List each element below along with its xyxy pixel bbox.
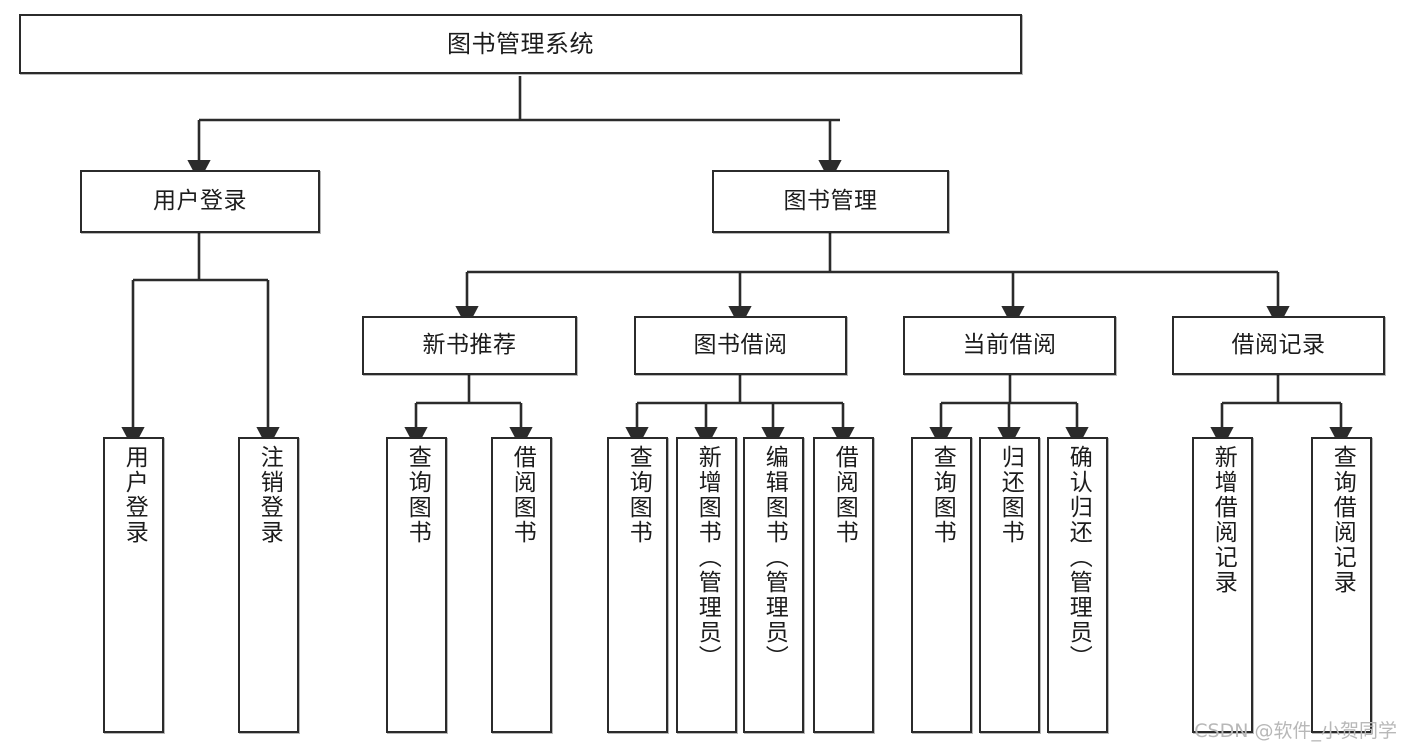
node-leaf-confirm-return-label: 确认归还（管理员） bbox=[1065, 445, 1092, 670]
node-borrow-record-label: 借阅记录 bbox=[1231, 331, 1326, 358]
node-leaf-return-book-label: 归还图书 bbox=[997, 445, 1024, 545]
node-leaf-query-book-a-label: 查询图书 bbox=[404, 445, 431, 545]
node-leaf-query-book-a[interactable]: 查询图书 bbox=[386, 437, 447, 733]
node-leaf-add-book[interactable]: 新增图书（管理员） bbox=[676, 437, 737, 733]
node-leaf-add-book-label: 新增图书（管理员） bbox=[694, 445, 721, 670]
node-leaf-confirm-return[interactable]: 确认归还（管理员） bbox=[1047, 437, 1108, 733]
node-leaf-borrow-book-b-label: 借阅图书 bbox=[831, 445, 858, 545]
node-leaf-query-record[interactable]: 查询借阅记录 bbox=[1311, 437, 1372, 733]
node-leaf-edit-book-label: 编辑图书（管理员） bbox=[761, 445, 788, 670]
node-root-label: 图书管理系统 bbox=[447, 29, 594, 58]
node-leaf-user-login-label: 用户登录 bbox=[121, 445, 148, 545]
node-leaf-borrow-book-b[interactable]: 借阅图书 bbox=[813, 437, 874, 733]
node-new-book-recommend[interactable]: 新书推荐 bbox=[362, 316, 577, 375]
node-leaf-query-book-b-label: 查询图书 bbox=[625, 445, 652, 545]
node-book-borrow[interactable]: 图书借阅 bbox=[634, 316, 847, 375]
node-leaf-add-record[interactable]: 新增借阅记录 bbox=[1192, 437, 1253, 733]
node-borrow-record[interactable]: 借阅记录 bbox=[1172, 316, 1385, 375]
node-leaf-logout[interactable]: 注销登录 bbox=[238, 437, 299, 733]
node-book-manage-label: 图书管理 bbox=[783, 187, 878, 214]
node-leaf-query-book-c[interactable]: 查询图书 bbox=[911, 437, 972, 733]
node-leaf-borrow-book-a[interactable]: 借阅图书 bbox=[491, 437, 552, 733]
node-root[interactable]: 图书管理系统 bbox=[19, 14, 1022, 74]
node-user-login-label: 用户登录 bbox=[153, 187, 247, 214]
node-book-borrow-label: 图书借阅 bbox=[693, 331, 788, 358]
node-leaf-logout-label: 注销登录 bbox=[256, 445, 283, 545]
node-leaf-borrow-book-a-label: 借阅图书 bbox=[509, 445, 536, 545]
node-leaf-query-book-b[interactable]: 查询图书 bbox=[607, 437, 668, 733]
node-user-login[interactable]: 用户登录 bbox=[80, 170, 320, 233]
node-leaf-query-record-label: 查询借阅记录 bbox=[1329, 445, 1356, 595]
node-book-manage[interactable]: 图书管理 bbox=[712, 170, 949, 233]
node-leaf-add-record-label: 新增借阅记录 bbox=[1210, 445, 1237, 595]
node-leaf-query-book-c-label: 查询图书 bbox=[929, 445, 956, 545]
node-current-borrow[interactable]: 当前借阅 bbox=[903, 316, 1116, 375]
node-leaf-user-login[interactable]: 用户登录 bbox=[103, 437, 164, 733]
node-leaf-return-book[interactable]: 归还图书 bbox=[979, 437, 1040, 733]
node-current-borrow-label: 当前借阅 bbox=[962, 331, 1057, 358]
node-new-book-recommend-label: 新书推荐 bbox=[422, 331, 517, 358]
node-leaf-edit-book[interactable]: 编辑图书（管理员） bbox=[743, 437, 804, 733]
